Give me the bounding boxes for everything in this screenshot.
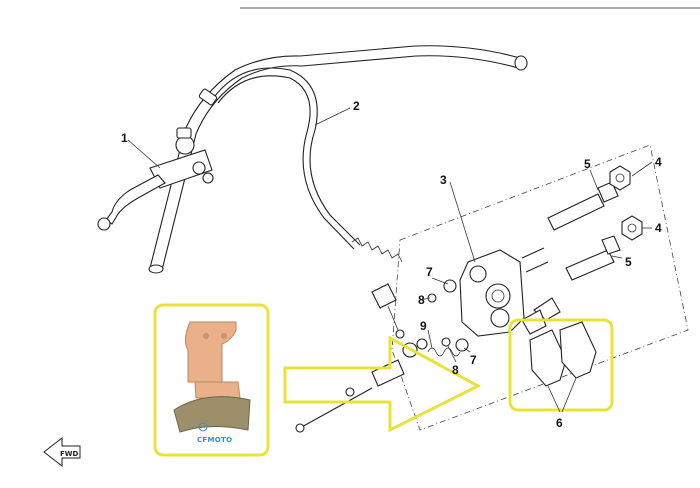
callout-5b: 5 <box>625 255 632 269</box>
caliper-body <box>459 249 525 337</box>
brake-cable <box>198 67 405 339</box>
brake-pads <box>529 321 597 387</box>
slide-pin-upper <box>547 181 619 231</box>
washer-7-lower <box>455 338 469 352</box>
svg-text:FWD: FWD <box>60 450 79 458</box>
callout-1: 1 <box>121 131 128 145</box>
callout-leaders <box>127 107 653 413</box>
pin-short-2 <box>525 261 549 273</box>
callout-7a: 7 <box>426 265 433 279</box>
nut-lower <box>621 215 643 241</box>
callout-7b: 7 <box>470 353 477 367</box>
callout-2: 2 <box>353 99 360 113</box>
callout-5a: 5 <box>584 157 591 171</box>
nut-upper <box>609 165 631 191</box>
cfmoto-logo: CFMOTO <box>197 422 232 444</box>
washer-7-upper <box>443 279 457 293</box>
return-spring <box>427 347 461 357</box>
forward-direction-badge: FWD <box>43 436 81 468</box>
highlight-arrow <box>283 335 482 433</box>
callout-3: 3 <box>440 173 447 187</box>
pin-short-1 <box>521 247 545 259</box>
actuator-rod-assembly <box>295 338 428 433</box>
callout-4a: 4 <box>655 155 662 169</box>
callout-8b: 8 <box>452 363 459 377</box>
callout-6: 6 <box>556 416 563 430</box>
brake-lever-assembly <box>97 127 214 231</box>
slide-pin-lower <box>565 235 621 281</box>
callout-9: 9 <box>420 319 427 333</box>
caliper-group-outline <box>391 144 689 431</box>
svg-text:CFMOTO: CFMOTO <box>197 436 232 444</box>
callout-4b: 4 <box>655 221 662 235</box>
inset-brake-pad-photo <box>173 321 251 433</box>
inset-photo-box <box>153 303 270 457</box>
highlight-box-pads <box>508 318 614 412</box>
callout-8a: 8 <box>418 293 425 307</box>
pad-clip-lower <box>521 309 547 335</box>
oring-8-lower <box>441 337 451 347</box>
